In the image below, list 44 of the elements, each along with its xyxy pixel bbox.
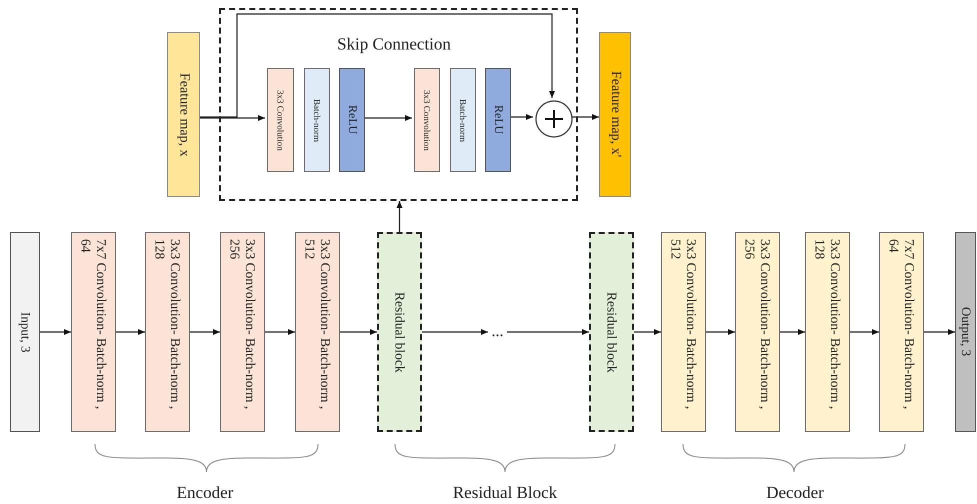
encoder-layer-box: 3x3 Convolution- Batch-norm , 512	[295, 232, 340, 432]
output-box: Output, 3	[955, 232, 976, 432]
arrow	[200, 115, 265, 121]
batch-norm-box: Batch-norm	[304, 68, 330, 172]
input-box: Input, 3	[10, 232, 40, 432]
arrow	[190, 329, 220, 335]
addition-circle	[535, 100, 573, 138]
arrow	[634, 329, 661, 335]
relu-box: ReLU	[485, 68, 511, 172]
convolution-box: 3x3 Convolution	[414, 68, 440, 172]
arrow	[780, 329, 805, 335]
arrow	[40, 329, 71, 335]
arrow	[706, 329, 735, 335]
arrow	[924, 329, 955, 335]
relu-box: ReLU	[339, 68, 365, 172]
decoder-layer-box: 7x7 Convolution- Batch-norm , 64	[879, 232, 924, 432]
arrow	[265, 329, 295, 335]
encoder-layer-box: 3x3 Convolution- Batch-norm , 128	[145, 232, 190, 432]
decoder-layer-box: 3x3 Convolution- Batch-norm , 256	[735, 232, 780, 432]
batch-norm-box: Batch-norm	[450, 68, 476, 172]
residual-block-box: Residual block	[589, 232, 634, 432]
arrow	[422, 329, 488, 335]
feature-map-box: Feature map, x	[167, 32, 200, 197]
decoder-layer-box: 3x3 Convolution- Batch-norm , 512	[661, 232, 706, 432]
residual-detail-frame	[219, 8, 578, 201]
arrow	[509, 114, 533, 120]
arrow	[850, 329, 879, 335]
group-label: Encoder	[176, 482, 234, 504]
group-label: Decoder	[765, 482, 825, 504]
ellipsis: ...	[488, 322, 507, 342]
arrow	[571, 114, 599, 120]
convolution-box: 3x3 Convolution	[267, 68, 294, 172]
feature-map-box: Feature map, x'	[599, 32, 631, 197]
arrow	[507, 329, 589, 335]
decoder-layer-box: 3x3 Convolution- Batch-norm , 128	[805, 232, 850, 432]
encoder-layer-box: 7x7 Convolution- Batch-norm , 64	[71, 232, 116, 432]
residual-block-box: Residual block	[377, 232, 422, 432]
encoder-layer-box: 3x3 Convolution- Batch-norm , 256	[220, 232, 265, 432]
arrow	[396, 201, 402, 232]
arrow	[116, 329, 145, 335]
arrow	[340, 329, 377, 335]
arrow	[200, 13, 555, 118]
arrow	[363, 115, 412, 121]
group-label: Residual Block	[452, 482, 558, 504]
